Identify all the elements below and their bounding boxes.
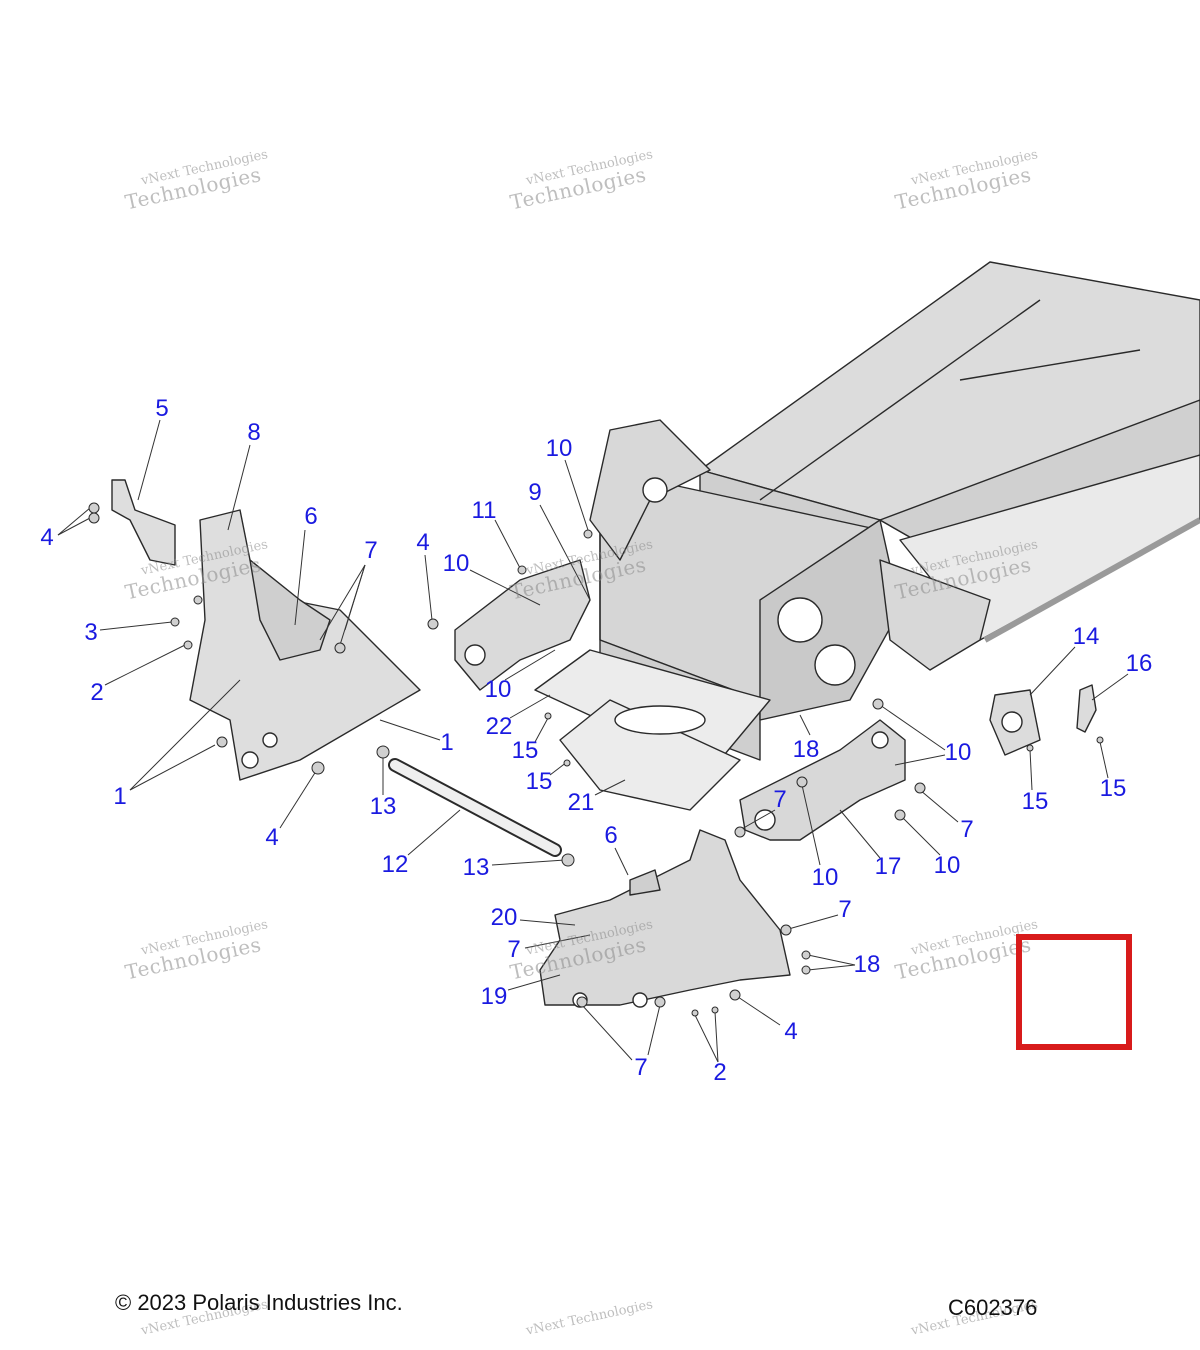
callout-18: 18 <box>853 951 881 978</box>
callout-4: 4 <box>416 529 430 556</box>
bracket-5 <box>111 479 176 566</box>
right-arm-17 <box>739 719 906 841</box>
left-front-bracket <box>189 509 421 781</box>
diagram-code: C602376 <box>948 1295 1038 1320</box>
callout-15: 15 <box>1021 788 1049 815</box>
highlight-box <box>1016 934 1132 1050</box>
callout-1: 1 <box>113 783 127 810</box>
callout-10: 10 <box>545 435 573 462</box>
callout-3: 3 <box>84 619 98 646</box>
callout-18: 18 <box>792 736 820 763</box>
callout-12: 12 <box>381 851 409 878</box>
callout-16: 16 <box>1125 650 1153 677</box>
callout-14: 14 <box>1072 623 1100 650</box>
skid-plate-22 <box>534 649 771 761</box>
fasteners <box>88 502 1104 1017</box>
callout-6: 6 <box>304 503 318 530</box>
callout-10: 10 <box>442 550 470 577</box>
copyright-text: © 2023 Polaris Industries Inc. <box>115 1290 403 1315</box>
callout-9: 9 <box>528 479 542 506</box>
callout-4: 4 <box>784 1018 798 1045</box>
callout-7: 7 <box>838 896 852 923</box>
callout-10: 10 <box>944 739 972 766</box>
callout-1: 1 <box>440 729 454 756</box>
callout-15: 15 <box>1099 775 1127 802</box>
callout-13: 13 <box>369 793 397 820</box>
callout-10: 10 <box>811 864 839 891</box>
callout-20: 20 <box>490 904 518 931</box>
callout-7: 7 <box>364 537 378 564</box>
bracket-16 <box>1076 684 1097 733</box>
callout-15: 15 <box>525 768 553 795</box>
steering-arm <box>454 559 591 691</box>
callout-8: 8 <box>247 419 261 446</box>
tunnel <box>699 261 1200 643</box>
callout-13: 13 <box>462 854 490 881</box>
callout-4: 4 <box>265 824 279 851</box>
callout-2: 2 <box>713 1059 727 1086</box>
callout-7: 7 <box>960 816 974 843</box>
callout-7: 7 <box>507 936 521 963</box>
lower-bulkhead-19 <box>539 829 791 1008</box>
callout-5: 5 <box>155 395 169 422</box>
callout-10: 10 <box>484 676 512 703</box>
callout-15: 15 <box>511 737 539 764</box>
callout-10: 10 <box>933 852 961 879</box>
callout-19: 19 <box>480 983 508 1010</box>
callout-21: 21 <box>567 789 595 816</box>
callout-6: 6 <box>604 822 618 849</box>
callout-11: 11 <box>471 497 497 524</box>
callout-2: 2 <box>90 679 104 706</box>
callout-7: 7 <box>634 1054 648 1081</box>
skid-plate-21 <box>559 699 741 811</box>
callout-22: 22 <box>485 713 513 740</box>
callout-4: 4 <box>40 524 54 551</box>
leader-lines <box>57 419 1129 1063</box>
callout-7: 7 <box>773 786 787 813</box>
callout-17: 17 <box>874 853 902 880</box>
